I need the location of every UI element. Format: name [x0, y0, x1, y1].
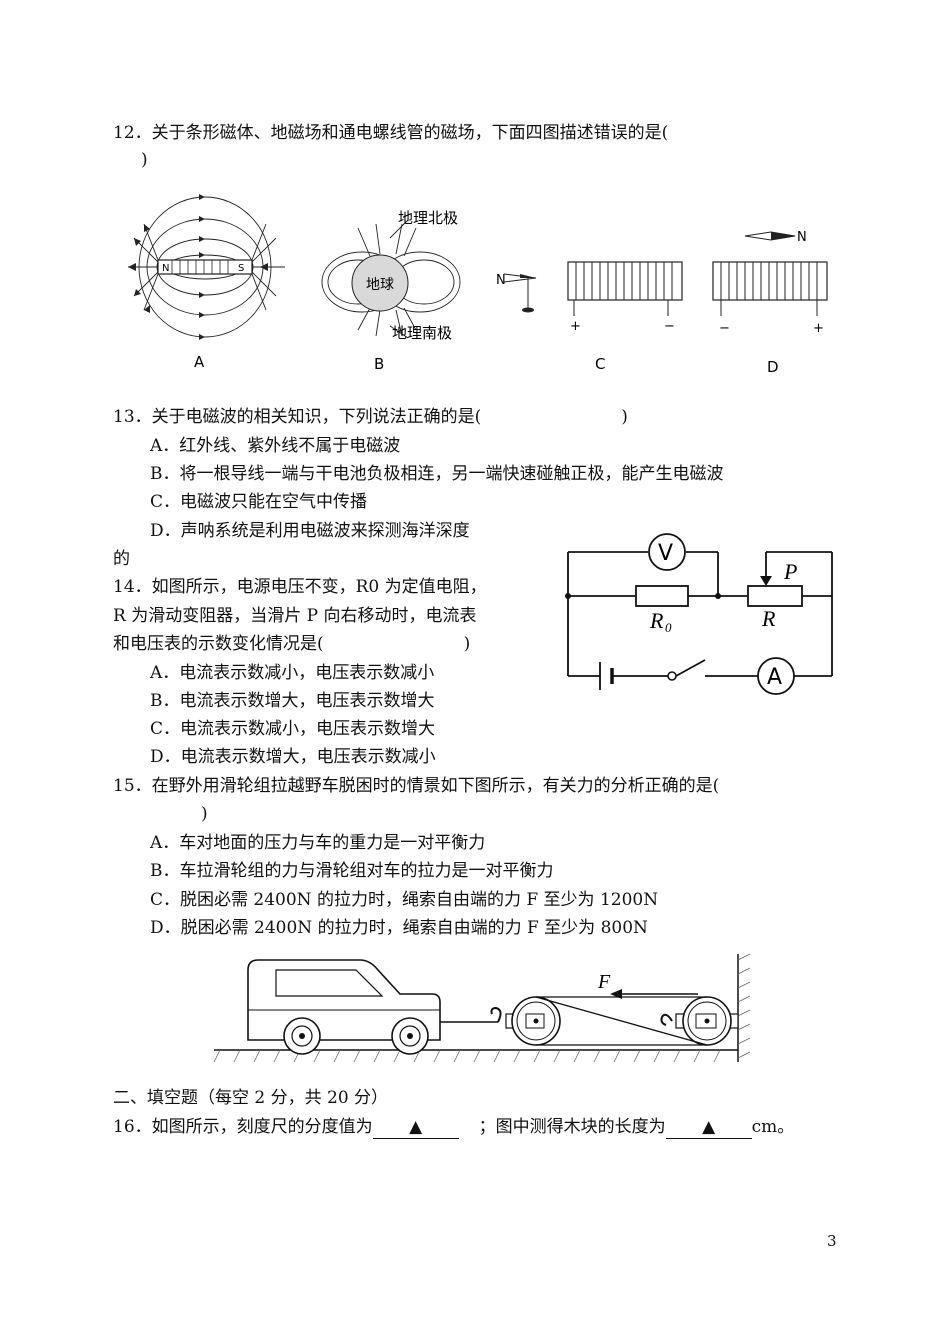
r-label: R — [761, 606, 776, 631]
q12-stem: 12．关于条形磁体、地磁场和通电螺线管的磁场，下面四图描述错误的是( — [113, 123, 669, 143]
q14-stem-line1: 14．如图所示，电源电压不变，R0 为定值电阻， — [113, 577, 487, 597]
q14-option-d: D．电流表示数增大，电压表示数减小 — [150, 747, 436, 767]
q14-circuit-diagram: V A R 0 R P — [565, 533, 833, 695]
r0-label: R — [649, 608, 664, 633]
q14-option-a: A．电流表示数减小，电压表示数减小 — [150, 663, 435, 683]
ammeter-label: A — [767, 665, 782, 690]
slider-p-label: P — [783, 559, 797, 584]
q14-option-b: B．电流表示数增大，电压表示数增大 — [150, 691, 435, 711]
q16-stem: 16．如图所示，刻度尺的分度值为▲；图中测得木块的长度为▲cm。 — [113, 1116, 795, 1139]
q15-pulley-figure: F — [213, 953, 751, 1063]
compass-d-n-label: N — [797, 230, 807, 245]
q13-option-a: A．红外线、紫外线不属于电磁波 — [150, 436, 401, 456]
q16-blank-1[interactable]: ▲ — [372, 1116, 459, 1139]
q15-option-d: D．脱困必需 2400N 的拉力时，绳索自由端的力 F 至少为 800N — [150, 918, 648, 938]
geo-south-label: 地理南极 — [392, 324, 452, 342]
q12-figure-c: N + − C — [496, 261, 683, 373]
compass-c-n-label: N — [496, 273, 506, 288]
fig-d-label: D — [767, 358, 779, 376]
q13-option-d-wrap: 的 — [113, 549, 130, 569]
fig-c-plus: + — [570, 319, 581, 334]
q16-blank-2[interactable]: ▲ — [665, 1116, 752, 1139]
q14-stem-line3: 和电压表的示数变化情况是() — [113, 634, 471, 654]
fig-d-minus: − — [719, 321, 730, 336]
fig-b-label: B — [374, 355, 384, 370]
q13-option-c: C．电磁波只能在空气中传播 — [150, 492, 368, 512]
fig-d-plus: + — [813, 321, 824, 336]
q12-stem-end: ) — [141, 150, 148, 170]
q12-figure-a: N S A — [128, 194, 285, 370]
magnet-n-label: N — [162, 263, 169, 274]
force-f-label: F — [597, 971, 611, 993]
q14-option-c: C．电流表示数减小，电压表示数增大 — [150, 719, 436, 739]
section2-title: 二、填空题（每空 2 分，共 20 分） — [113, 1088, 389, 1108]
q14-stem-line2: R 为滑动变阻器，当滑片 P 向右移动时，电流表 — [113, 606, 477, 626]
fig-c-label: C — [595, 355, 605, 373]
q13-stem: 13．关于电磁波的相关知识，下列说法正确的是() — [113, 407, 628, 427]
q12-figure-b: 地球 地理北极 地理南极 B — [321, 209, 461, 370]
q13-option-b: B．将一根导线一端与干电池负极相连，另一端快速碰触正极，能产生电磁波 — [150, 464, 724, 484]
q15-stem: 15．在野外用滑轮组拉越野车脱困时的情景如下图所示，有关力的分析正确的是( — [113, 776, 720, 796]
r0-subscript: 0 — [665, 620, 672, 635]
fig-a-label: A — [194, 353, 205, 370]
voltmeter-label: V — [658, 541, 673, 566]
q15-option-b: B．车拉滑轮组的力与滑轮组对车的拉力是一对平衡力 — [150, 861, 554, 881]
q15-stem-end: ) — [201, 804, 208, 824]
magnet-s-label: S — [238, 263, 244, 274]
page-number: 3 — [827, 1232, 837, 1250]
earth-label: 地球 — [366, 277, 394, 293]
q15-option-c: C．脱困必需 2400N 的拉力时，绳索自由端的力 F 至少为 1200N — [150, 890, 659, 910]
q13-option-d: D．声呐系统是利用电磁波来探测海洋深度 — [150, 521, 470, 541]
fig-c-minus: − — [664, 319, 675, 334]
q15-option-a: A．车对地面的压力与车的重力是一对平衡力 — [150, 833, 486, 853]
geo-north-label: 地理北极 — [398, 209, 458, 227]
q12-figure-d: N − + D — [712, 230, 828, 376]
